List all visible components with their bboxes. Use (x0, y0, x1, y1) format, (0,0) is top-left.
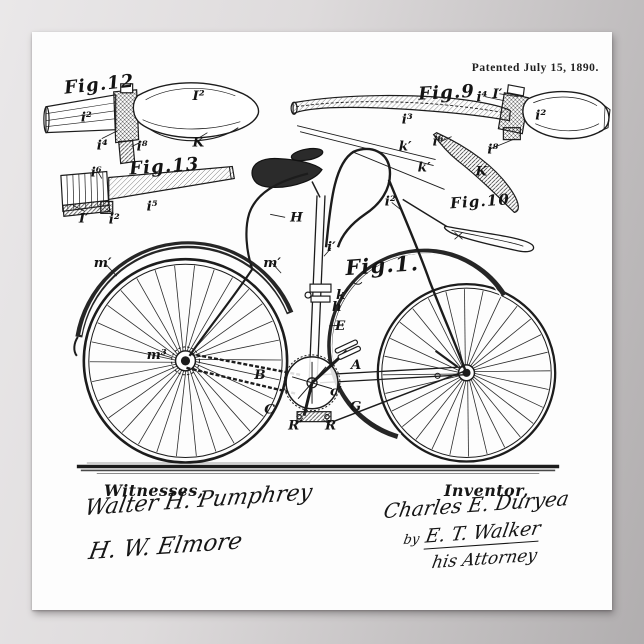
part-label-I2-fig12: I² (191, 88, 204, 104)
part-label-i4-fig12: i⁴ (97, 138, 108, 154)
part-label-h: h (332, 299, 342, 315)
part-label-i5-fig13: i⁵ (147, 198, 158, 214)
by-text: by (402, 532, 420, 548)
part-label-B: B (253, 367, 265, 383)
fig10-title: Fig.10 (449, 190, 511, 212)
part-label-m1-left: m′ (94, 255, 112, 271)
part-label-m3: m³ (147, 347, 167, 363)
part-label-i2-fig9: i² (535, 108, 546, 124)
part-label-I1-fig13: I′ (78, 210, 89, 226)
ground-line (77, 463, 559, 473)
fig9-title: Fig.9 (417, 81, 476, 105)
part-label-K-fig12: K (191, 135, 205, 151)
part-label-m1-right: m′ (263, 255, 281, 271)
patent-poster-sheet: Patented July 15, 1890. (32, 32, 612, 610)
part-label-i2-fig12: i² (81, 110, 92, 126)
part-label-H: H (289, 209, 304, 225)
part-label-i8-fig12: i⁸ (137, 139, 148, 155)
part-label-G: G (350, 399, 361, 415)
part-label-R1: R′ (287, 418, 303, 434)
part-label-E: E (334, 318, 346, 334)
part-label-i6-fig9: i⁶ (433, 134, 444, 150)
part-label-A: A (349, 357, 361, 373)
part-label-k1a-fig9: k′ (399, 139, 412, 155)
part-label-i8-fig9: i⁸ (487, 142, 498, 158)
part-label-i2-fig13: i² (109, 211, 120, 227)
part-label-c1: c′ (330, 384, 342, 400)
part-label-i4-fig9: i⁴ (476, 89, 487, 105)
part-label-R: R (324, 418, 336, 434)
fig1-title: Fig.1. (344, 250, 420, 280)
part-label-K-fig9: K (474, 164, 488, 180)
fig9-drawing (291, 85, 610, 213)
part-label-k1b-fig9: k′ (418, 160, 431, 176)
part-label-i1: i′ (327, 239, 336, 255)
part-label-C: C (264, 402, 275, 418)
part-label-i6-fig13: i⁶ (91, 165, 102, 181)
part-label-I1-fig9: I′ (491, 86, 502, 102)
part-label-i3-fig9: i³ (402, 112, 413, 128)
